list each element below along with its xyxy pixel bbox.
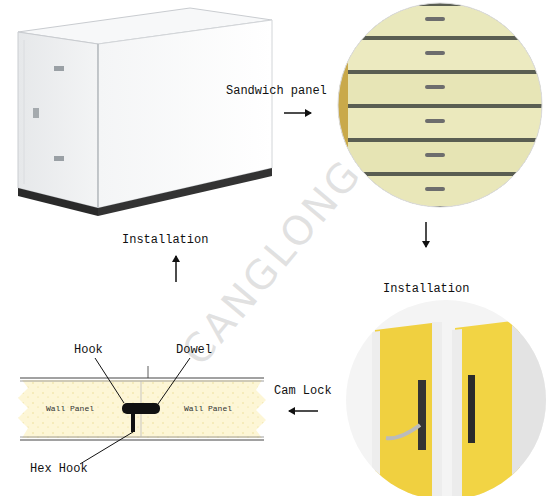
panel-label: Wall Panel bbox=[46, 404, 94, 414]
cross-section bbox=[18, 358, 266, 464]
flow-label: Installation bbox=[383, 282, 469, 296]
cam-lock-photo bbox=[340, 295, 550, 496]
wall-panel: Wall Panel bbox=[44, 403, 96, 415]
flow-label: Installation bbox=[122, 233, 208, 247]
part-label: Dowel bbox=[176, 343, 212, 357]
photo-rim bbox=[338, 3, 542, 207]
flow-label: Sandwich panel bbox=[226, 84, 327, 98]
cold-room bbox=[18, 8, 272, 216]
wall-panel: Wall Panel bbox=[182, 403, 234, 415]
flow-label: Cam Lock bbox=[274, 384, 332, 398]
part-label: Hex Hook bbox=[30, 462, 88, 476]
part-label: Hook bbox=[74, 343, 103, 357]
panel-label: Wall Panel bbox=[184, 404, 232, 414]
